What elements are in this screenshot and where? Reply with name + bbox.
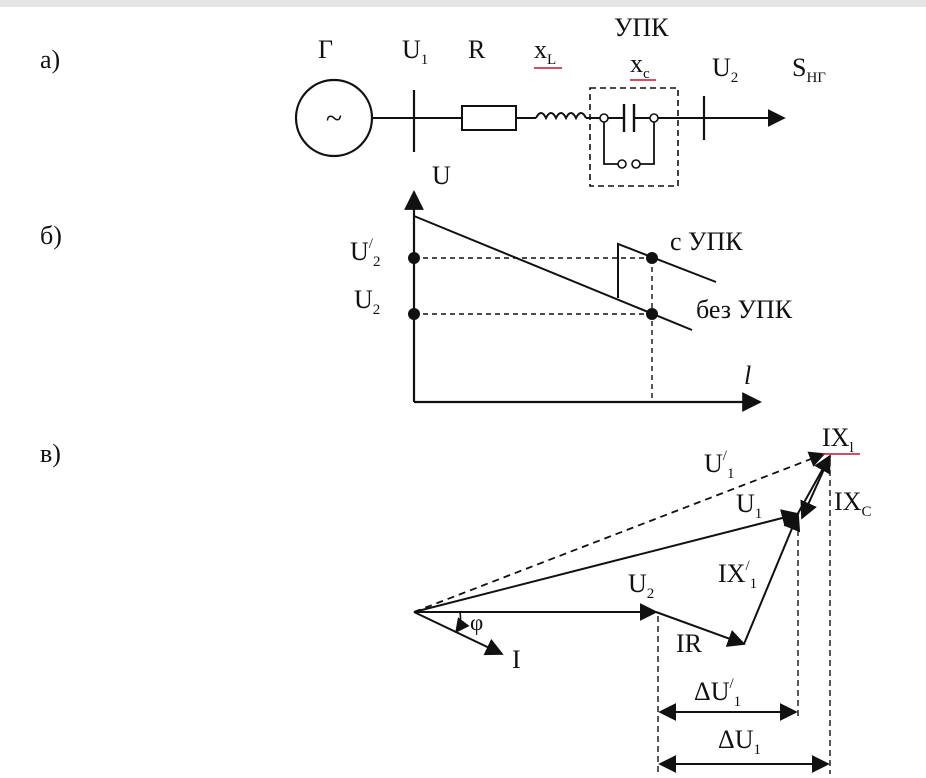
ir-phasor bbox=[655, 611, 746, 647]
u1-prime-phasor bbox=[413, 451, 826, 613]
top-band bbox=[0, 0, 926, 7]
without-upk-label: без УПК bbox=[696, 295, 793, 324]
curve-with-upk bbox=[617, 242, 717, 298]
terminal-right bbox=[649, 113, 659, 123]
inductor-icon bbox=[535, 112, 587, 121]
with-upk-end-point bbox=[646, 252, 658, 264]
du1-prime-label: ΔU/1 bbox=[694, 676, 741, 710]
switch-contact-left bbox=[617, 159, 627, 169]
bypass-switch bbox=[603, 122, 618, 165]
u2-prime-axis-point bbox=[408, 252, 420, 264]
du1-label: ΔU1 bbox=[718, 725, 761, 758]
y-axis-label: U bbox=[432, 161, 451, 190]
circuit-scheme: а) ~ Г U1 R xL УПК xc bbox=[40, 13, 826, 187]
u1-phasor bbox=[413, 509, 800, 613]
part-c-marker: в) bbox=[40, 439, 61, 468]
with-upk-label: с УПК bbox=[670, 227, 743, 256]
ix-prime-phasor bbox=[743, 512, 801, 645]
u2-phasor-label: U2 bbox=[628, 569, 654, 602]
x-axis-label: l bbox=[744, 361, 751, 390]
ixl-label: IXl bbox=[822, 423, 854, 456]
ix-prime-label: IX/1 bbox=[718, 558, 757, 592]
ir-label: IR bbox=[676, 629, 703, 658]
upk-box bbox=[589, 87, 679, 187]
switch-contact-right bbox=[631, 159, 641, 169]
without-upk-end-point bbox=[646, 308, 658, 320]
voltage-profile: б) U l U/2 U2 с УПК без УПК bbox=[40, 161, 793, 412]
terminal-left bbox=[599, 113, 609, 123]
capacitor-label: xc bbox=[630, 49, 650, 82]
u2-axis-label: U2 bbox=[354, 285, 380, 318]
u2-prime-label: U/2 bbox=[350, 236, 380, 270]
ixc-label: IXC bbox=[834, 487, 871, 520]
u2-label: U2 bbox=[712, 53, 738, 86]
part-a-marker: а) bbox=[40, 45, 60, 74]
current-label: I bbox=[512, 645, 521, 674]
ixl-phasor bbox=[791, 454, 831, 525]
ixc-phasor bbox=[800, 455, 831, 520]
current-phasor bbox=[413, 611, 504, 656]
upk-label: УПК bbox=[614, 13, 669, 42]
phasor-diagram: в) U2 I φ IR IX/1 U1 U/1 IXl IXC ΔU/ bbox=[40, 423, 871, 774]
part-b-marker: б) bbox=[40, 221, 62, 250]
curve-without-upk bbox=[413, 215, 693, 331]
u1-label: U1 bbox=[402, 35, 428, 68]
bypass-wire-right bbox=[640, 122, 655, 165]
u1-phasor-label: U1 bbox=[736, 489, 762, 522]
phi-label: φ bbox=[470, 610, 483, 635]
load-label: SНГ bbox=[792, 53, 826, 86]
resistor-icon bbox=[461, 105, 517, 131]
u2-axis-point bbox=[408, 308, 420, 320]
phi-arc bbox=[455, 611, 470, 634]
inductor-label: xL bbox=[534, 35, 556, 68]
generator-label: Г bbox=[318, 35, 333, 64]
resistor-label: R bbox=[468, 35, 486, 64]
u1-prime-label: U/1 bbox=[704, 448, 734, 482]
generator-symbol: ~ bbox=[326, 102, 342, 135]
